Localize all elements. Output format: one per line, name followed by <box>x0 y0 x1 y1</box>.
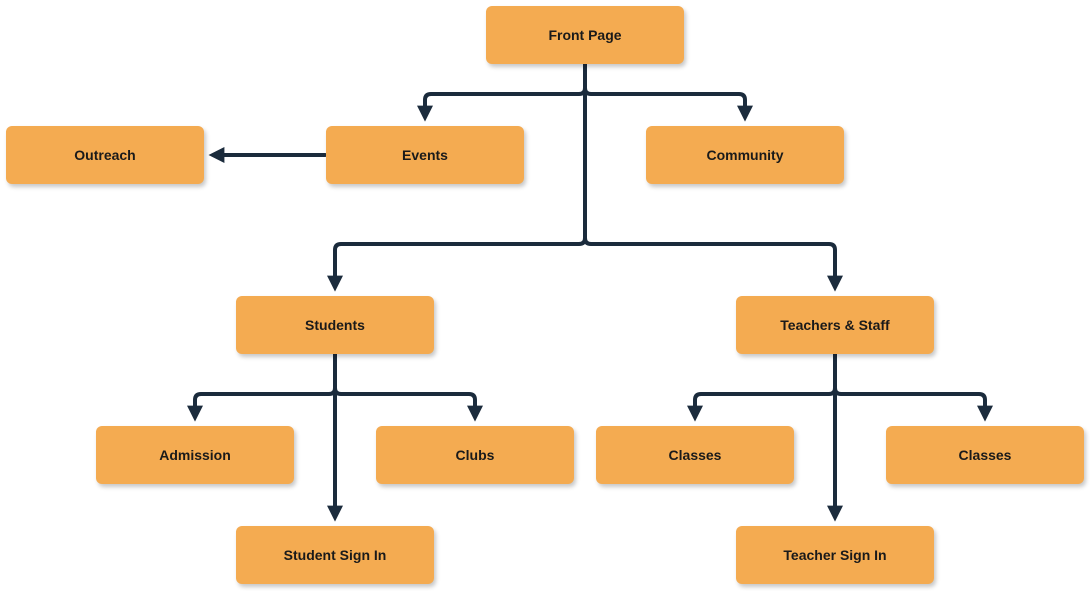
node-label-student-sign-in: Student Sign In <box>283 547 387 563</box>
node-label-teacher-sign-in: Teacher Sign In <box>783 547 887 563</box>
node-clubs[interactable]: Clubs <box>376 426 574 484</box>
node-label-events: Events <box>402 147 448 163</box>
node-label-admission: Admission <box>159 447 231 463</box>
node-classes-right[interactable]: Classes <box>886 426 1084 484</box>
node-label-teachers-staff: Teachers & Staff <box>780 317 890 333</box>
connector-students-to-admission <box>187 352 337 422</box>
node-teachers-staff[interactable]: Teachers & Staff <box>736 296 934 354</box>
node-label-students: Students <box>305 317 365 333</box>
node-label-front-page: Front Page <box>548 27 622 43</box>
node-classes-left[interactable]: Classes <box>596 426 794 484</box>
node-label-community: Community <box>706 147 784 163</box>
connector-front-page-to-teachers-staff <box>583 62 843 292</box>
node-label-classes-left: Classes <box>668 447 722 463</box>
node-teacher-sign-in[interactable]: Teacher Sign In <box>736 526 934 584</box>
connector-front-page-to-community <box>583 62 753 122</box>
connector-front-page-to-events <box>417 62 587 122</box>
node-outreach[interactable]: Outreach <box>6 126 204 184</box>
node-events[interactable]: Events <box>326 126 524 184</box>
node-admission[interactable]: Admission <box>96 426 294 484</box>
node-front-page[interactable]: Front Page <box>486 6 684 64</box>
node-students[interactable]: Students <box>236 296 434 354</box>
node-student-sign-in[interactable]: Student Sign In <box>236 526 434 584</box>
node-label-classes-right: Classes <box>958 447 1012 463</box>
connector-teachers-staff-to-classes-right <box>833 352 993 422</box>
connector-students-to-clubs <box>333 352 483 422</box>
connector-teachers-staff-to-classes-left <box>687 352 837 422</box>
node-label-outreach: Outreach <box>74 147 136 163</box>
node-label-clubs: Clubs <box>455 447 495 463</box>
node-community[interactable]: Community <box>646 126 844 184</box>
